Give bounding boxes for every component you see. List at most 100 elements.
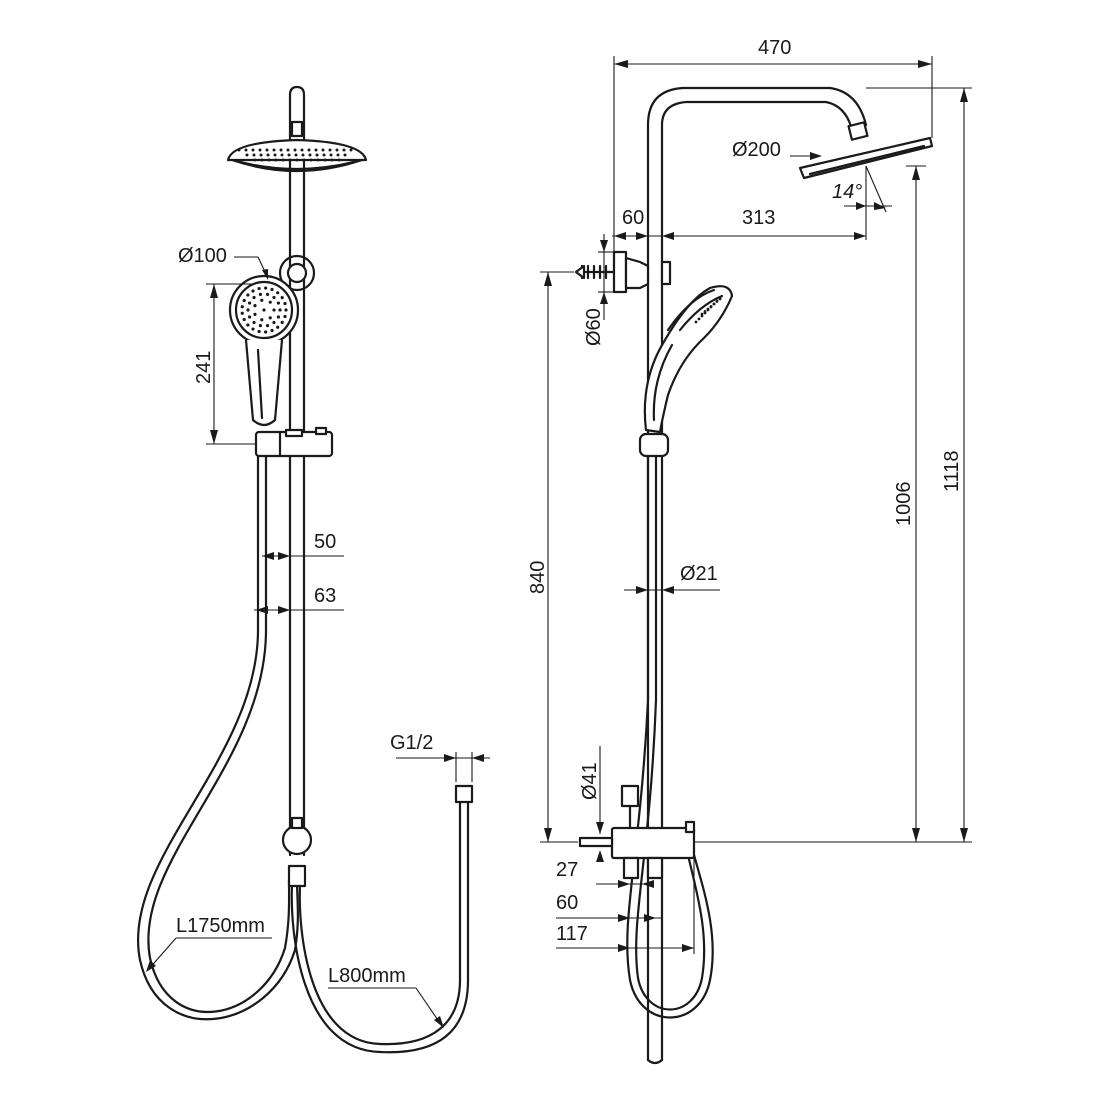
nozzle-dot [293, 148, 297, 152]
front-slider-holder [254, 426, 334, 458]
nozzle-dot [276, 291, 280, 295]
nozzle-dot [244, 148, 248, 152]
nozzle-dot [342, 148, 346, 152]
front-hand-shower [228, 274, 300, 427]
nozzle-dot [257, 329, 261, 334]
nozzle-dot [247, 301, 252, 305]
nozzle-dot [272, 308, 276, 312]
nozzle-dot [245, 153, 249, 157]
side-dim-bracket-height: 840 [527, 271, 578, 843]
side-hand-shower [638, 285, 734, 458]
side-dim-valve-60: 60 [556, 892, 662, 922]
side-dim-overall-width: 470 [613, 37, 933, 270]
front-dim-short-hose: L800mm [328, 965, 444, 1028]
nozzle-dot [242, 317, 246, 322]
nozzle-dot [266, 153, 270, 157]
label-short-hose: L800mm [328, 965, 406, 987]
nozzle-dot [287, 153, 291, 157]
nozzle-dot [253, 304, 257, 308]
label-wall-offset: 60 [622, 207, 644, 229]
nozzle-dot [337, 158, 341, 162]
nozzle-dot [329, 153, 333, 157]
nozzle-dot [268, 316, 272, 320]
front-short-hose [290, 784, 474, 1054]
nozzle-dot [288, 158, 292, 162]
label-bracket-diameter: Ø60 [583, 308, 605, 346]
nozzle-dot [276, 325, 280, 329]
label-bracket-height: 840 [527, 561, 549, 594]
nozzle-dot [270, 287, 274, 292]
front-dim-spacing-50: 50 [262, 531, 344, 560]
front-dim-thread: G1/2 [390, 732, 490, 782]
side-dim-valve-117: 117 [556, 858, 695, 954]
nozzle-dot [280, 153, 284, 157]
front-view: Ø100 241 50 63 G1/2 [137, 85, 490, 1054]
label-arm-reach: 313 [742, 207, 775, 229]
front-head-shower [226, 120, 368, 173]
front-dim-long-hose: L1750mm [146, 915, 272, 972]
side-dim-valve-diameter: Ø41 [579, 746, 604, 862]
nozzle-dot [260, 318, 264, 322]
nozzle-dot [267, 158, 271, 162]
side-dim-head-height: 1006 [694, 165, 926, 843]
front-wall-bracket [278, 254, 316, 292]
nozzle-dot [260, 158, 264, 162]
nozzle-dot [257, 286, 261, 291]
nozzle-dot [252, 295, 256, 300]
nozzle-dot [272, 295, 276, 300]
label-rail-diameter: Ø21 [680, 563, 718, 585]
label-handshower-height: 241 [193, 351, 215, 384]
side-riser-rail [646, 86, 868, 1065]
nozzle-dot [322, 153, 326, 157]
front-dim-handshower-diameter: Ø100 [178, 245, 269, 280]
nozzle-dot [349, 148, 353, 152]
nozzle-dot [251, 289, 255, 293]
nozzle-dot [308, 153, 312, 157]
nozzle-dot [321, 148, 325, 152]
label-long-hose: L1750mm [176, 915, 265, 937]
nozzle-dot [252, 153, 256, 157]
front-riser-rail [288, 85, 306, 857]
nozzle-dot [286, 148, 290, 152]
nozzle-dot [276, 315, 281, 319]
nozzle-dot [260, 298, 264, 302]
nozzle-dot [268, 300, 272, 304]
nozzle-dot [258, 323, 263, 328]
nozzle-dot [302, 158, 306, 162]
side-dim-head-diameter: Ø200 [732, 139, 822, 161]
nozzle-dot [330, 158, 334, 162]
nozzle-dot [251, 148, 255, 152]
nozzle-dot [251, 327, 255, 331]
nozzle-dot [237, 148, 241, 152]
label-valve-60: 60 [556, 892, 578, 914]
nozzle-dot [272, 148, 276, 152]
nozzle-dot [242, 298, 246, 303]
nozzle-dot [280, 320, 284, 324]
nozzle-dot [323, 158, 327, 162]
nozzle-dot [295, 158, 299, 162]
nozzle-dot [259, 153, 263, 157]
side-dim-total-height: 1118 [866, 87, 972, 843]
side-head-shower [798, 121, 934, 180]
label-handshower-diameter: Ø100 [178, 245, 227, 267]
side-wall-bracket [574, 250, 672, 294]
nozzle-dot [280, 296, 284, 300]
side-dim-wall-offset: 60 313 [612, 207, 866, 240]
label-overall-width: 470 [758, 37, 791, 59]
nozzle-dot [700, 314, 704, 318]
nozzle-dot [715, 300, 719, 303]
side-valve [578, 784, 696, 880]
nozzle-dot [307, 148, 311, 152]
nozzle-dot [283, 314, 287, 319]
nozzle-dot [301, 153, 305, 157]
nozzle-dot [328, 148, 332, 152]
nozzle-dot [294, 153, 298, 157]
nozzle-dot [706, 307, 710, 311]
label-spacing-50: 50 [314, 531, 336, 553]
side-dim-head-angle: 14° [832, 165, 892, 240]
nozzle-dot [262, 308, 266, 312]
nozzle-dot [253, 158, 257, 162]
nozzle-dot [314, 148, 318, 152]
nozzle-dot [258, 148, 262, 152]
